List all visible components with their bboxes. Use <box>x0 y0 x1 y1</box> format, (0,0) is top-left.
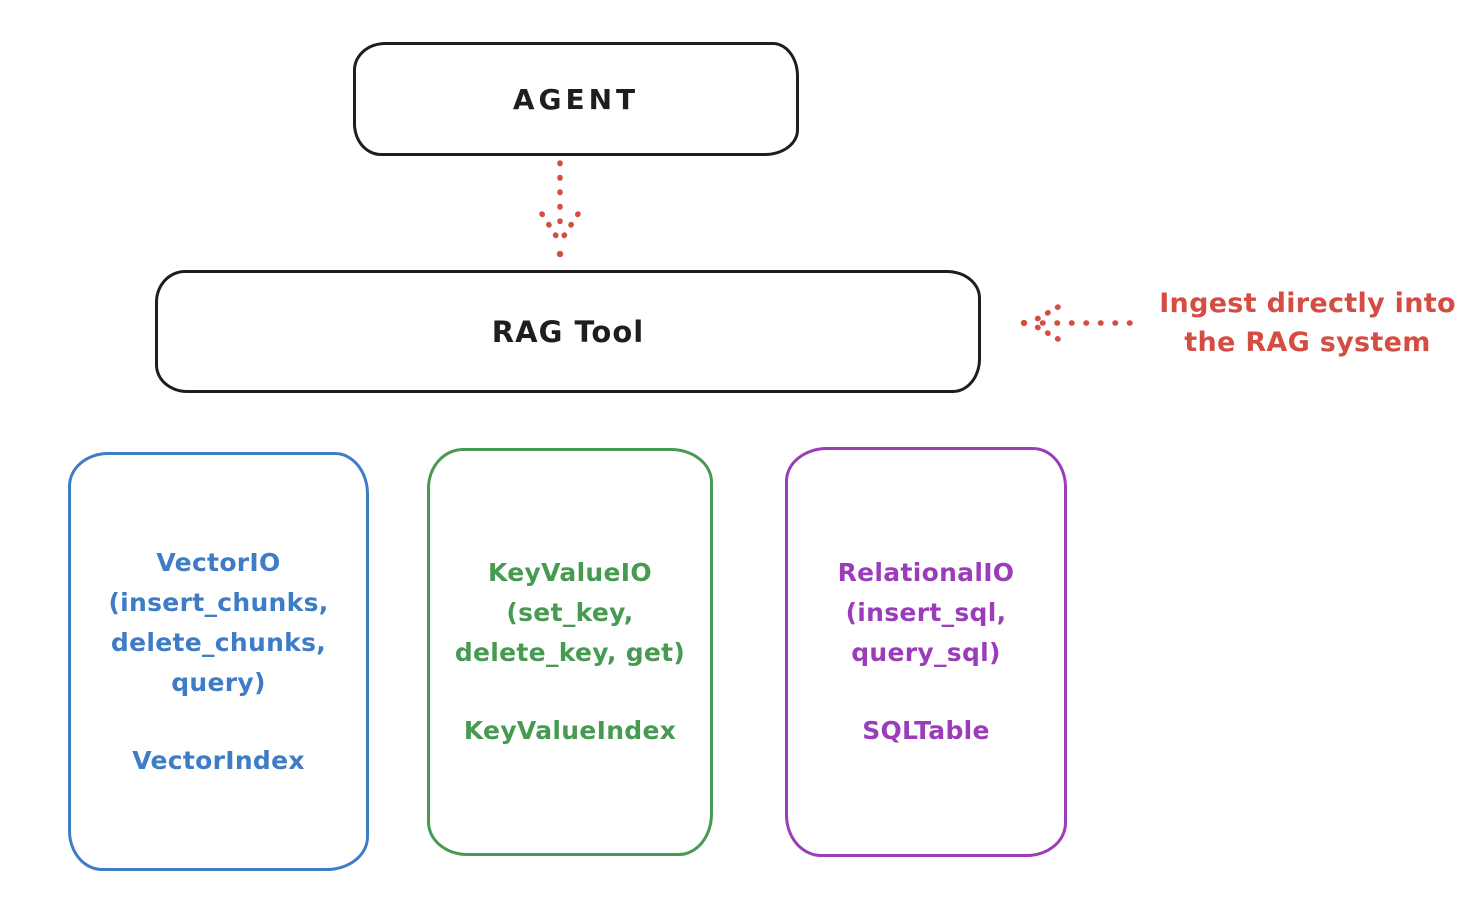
io-box-line: (set_key, <box>506 598 634 627</box>
agent-label: AGENT <box>512 82 640 116</box>
io-box-line: query_sql) <box>851 638 1001 667</box>
io-box-line: delete_chunks, <box>110 627 327 657</box>
annotation-line: the RAG system <box>1184 327 1431 358</box>
io-box-line: query) <box>171 667 266 697</box>
io-box-line: delete_key, get) <box>454 638 686 667</box>
io-index-label: VectorIndex <box>132 745 305 775</box>
agent-box: AGENT <box>353 42 799 156</box>
vector-io-box: VectorIO (insert_chunks, delete_chunks, … <box>68 452 369 871</box>
io-box-line: (insert_chunks, <box>108 587 329 617</box>
rag-tool-box: RAG Tool <box>155 270 981 393</box>
io-index-label: KeyValueIndex <box>463 716 677 745</box>
annotation-line: Ingest directly into <box>1159 288 1456 319</box>
arrow-agent-to-rag-icon <box>539 160 581 258</box>
keyvalue-io-box: KeyValueIO (set_key, delete_key, get) Ke… <box>427 448 713 856</box>
io-box-line: (insert_sql, <box>845 598 1007 627</box>
io-index-label: SQLTable <box>862 716 990 745</box>
ingest-annotation: Ingest directly into the RAG system <box>1140 284 1475 362</box>
io-box-line: RelationalIO <box>837 558 1015 587</box>
rag-tool-label: RAG Tool <box>491 314 645 349</box>
io-box-line: KeyValueIO <box>488 558 652 587</box>
relational-io-box: RelationalIO (insert_sql, query_sql) SQL… <box>785 447 1067 857</box>
arrow-annotation-to-rag-icon <box>1020 304 1133 342</box>
io-box-line: VectorIO <box>156 547 281 577</box>
